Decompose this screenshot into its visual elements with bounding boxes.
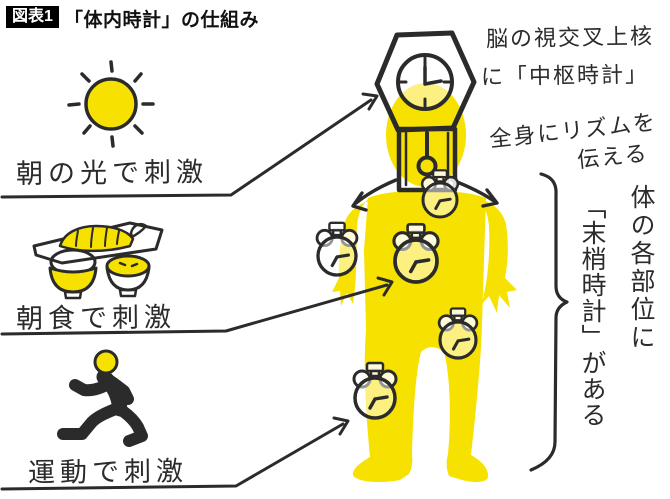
figure-title: 「体内時計」の仕組み: [64, 10, 260, 31]
pendulum-wall-clock: [374, 30, 477, 193]
brace: [529, 172, 569, 472]
soup-bowl: [105, 254, 151, 298]
figure-badge: 図表1: [6, 6, 59, 28]
fish-tail: [129, 223, 148, 239]
pendulum-bob: [416, 155, 438, 177]
label-breakfast: 朝食で刺激: [15, 302, 177, 334]
sun-icon: [67, 60, 155, 148]
pointer-lines: [0, 92, 394, 491]
runner-icon: [57, 349, 148, 447]
note-central-clock-line2: に「中枢時計」: [480, 61, 650, 90]
clock-hands: [423, 65, 443, 86]
rice-bowl: [48, 248, 98, 300]
label-exercise: 運動で刺激: [27, 456, 189, 488]
label-morning-light: 朝の光で刺激: [15, 156, 209, 190]
note-central-clock-line1: 脳の視交叉上核: [485, 23, 655, 52]
note-peripheral-col-right: 体の各部位に: [627, 184, 655, 352]
breakfast-icon: [32, 221, 164, 300]
grilled-fish: [58, 224, 135, 253]
note-peripheral-col-left: 「末梢時計」がある: [578, 194, 606, 428]
